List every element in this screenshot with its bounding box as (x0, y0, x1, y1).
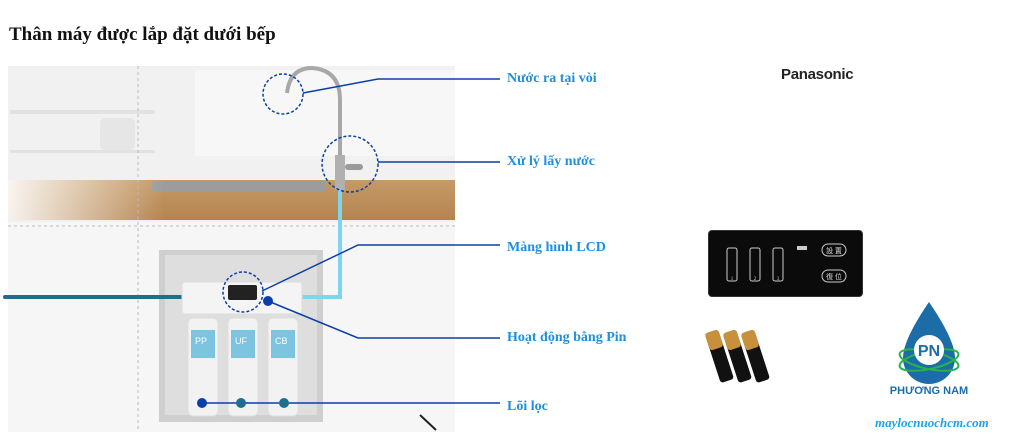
phuong-nam-logo: PN PHƯƠNG NAM (890, 302, 968, 397)
cartridge-tag: CB (275, 336, 288, 346)
cartridge-tag: PP (195, 336, 207, 346)
towel (100, 118, 135, 150)
website-link[interactable]: maylocnuochcm.com (875, 415, 989, 430)
lcd-panel-image: 設 置 復 位 1 2 3 (708, 230, 863, 297)
panel-button-reset: 復 位 (826, 272, 842, 281)
label-faucet-outlet: Nước ra tại vòi (507, 71, 597, 86)
brand-logo: Panasonic (781, 66, 854, 83)
shelf (10, 110, 155, 114)
cartridges (187, 317, 299, 417)
svg-text:2: 2 (754, 277, 757, 282)
label-cartridges: Lõi lọc (507, 399, 548, 414)
panel-button-set: 設 置 (826, 246, 842, 255)
label-battery: Hoạt động bằng Pin (507, 330, 627, 345)
outlet-pipe (302, 190, 342, 299)
page-title: Thân máy được lắp đặt dưới bếp (9, 24, 276, 45)
shelf (10, 150, 155, 153)
batteries-image (705, 330, 770, 383)
svg-text:PHƯƠNG NAM: PHƯƠNG NAM (890, 385, 968, 397)
label-faucet-handle: Xử lý lấy nước (507, 154, 595, 169)
lcd-screen (228, 285, 257, 300)
svg-text:1: 1 (731, 277, 734, 282)
svg-text:PN: PN (918, 343, 940, 360)
callouts (202, 73, 500, 404)
window (195, 70, 455, 156)
cartridge-tag: UF (235, 336, 247, 346)
svg-text:3: 3 (777, 277, 780, 282)
label-lcd: Màng hình LCD (507, 240, 606, 255)
faucet (285, 65, 342, 190)
